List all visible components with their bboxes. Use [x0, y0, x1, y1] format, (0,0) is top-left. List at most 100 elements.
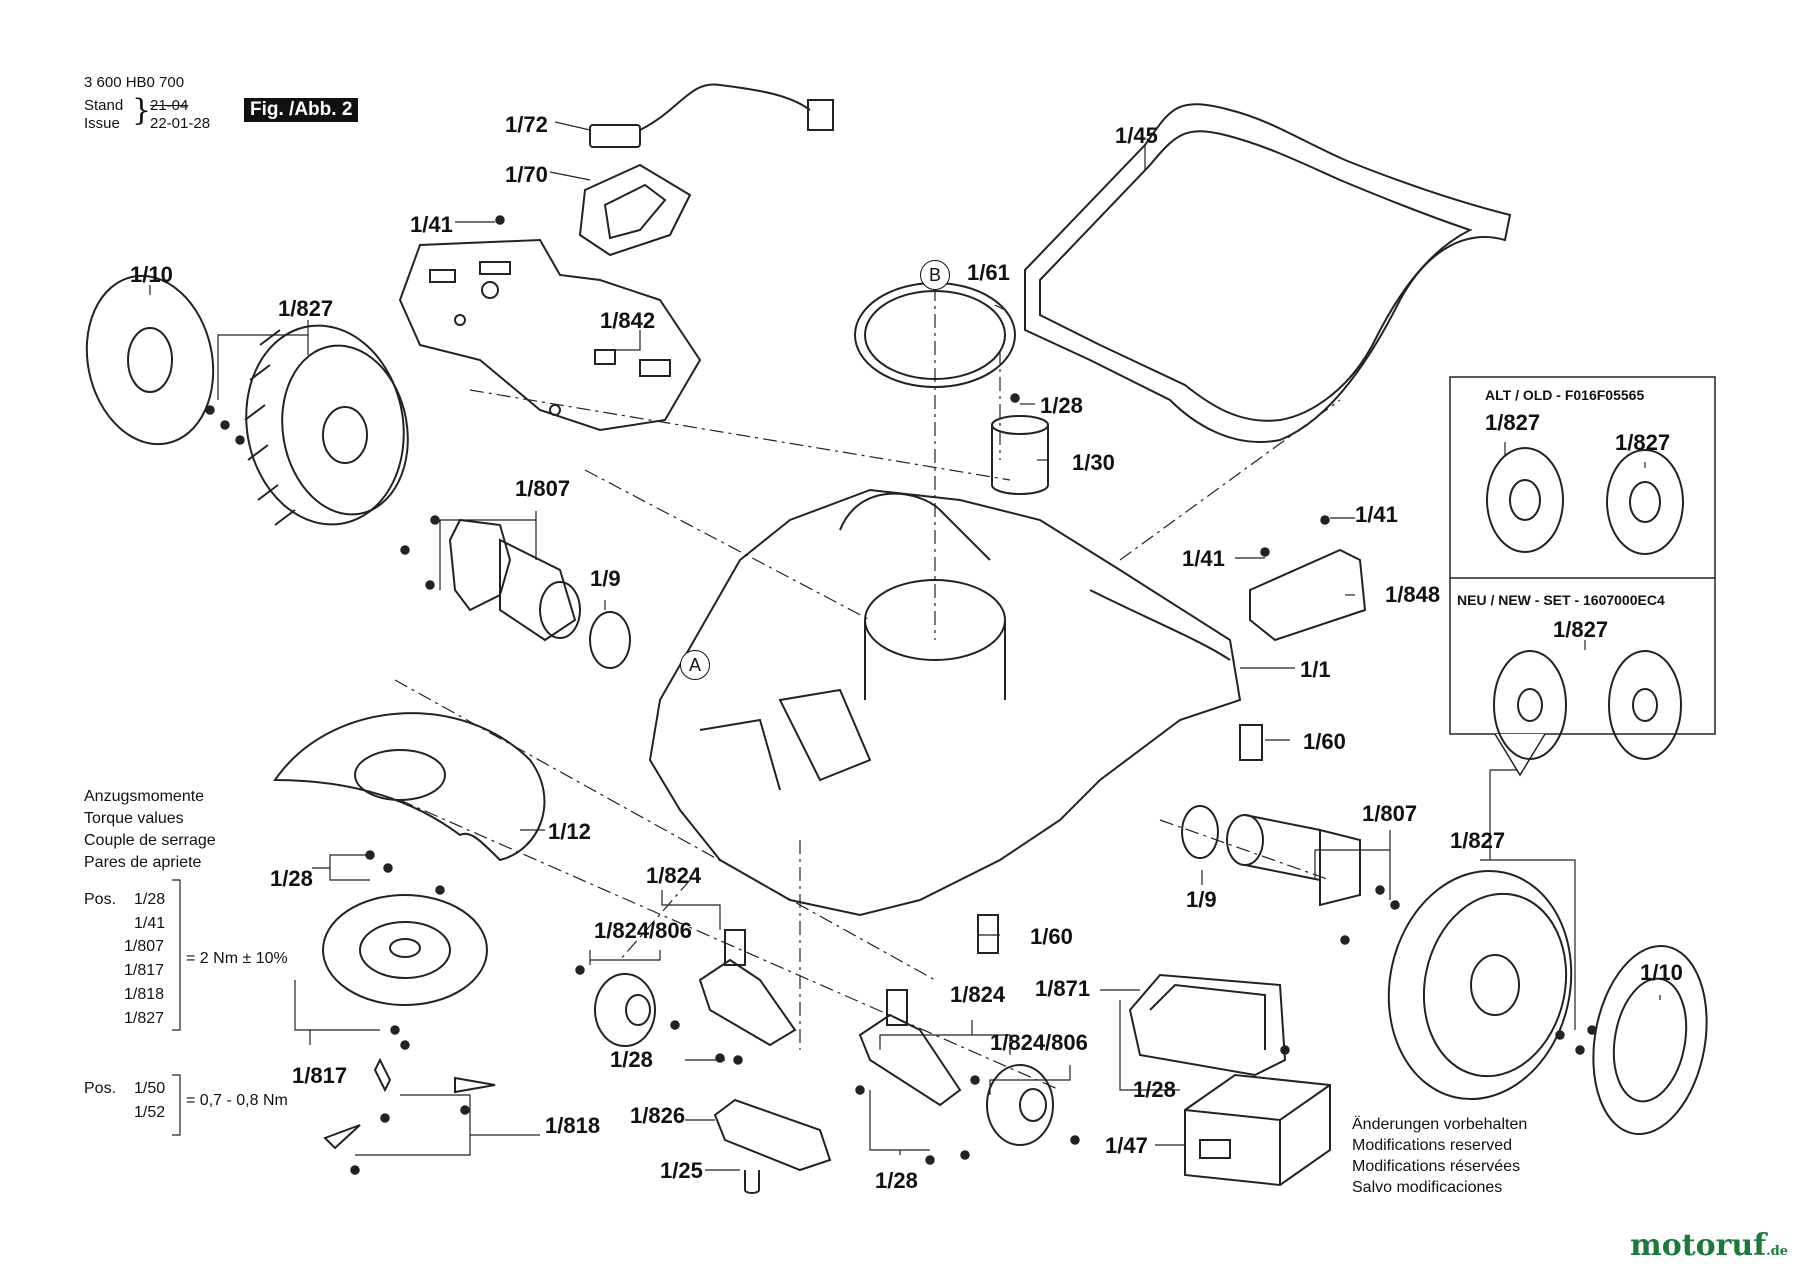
part-label-1-72: 1/72	[505, 112, 548, 137]
motor-left	[448, 518, 581, 642]
torque-pos: 1/818	[124, 986, 165, 1003]
blade	[373, 1057, 392, 1093]
part-label-1-842: 1/842	[600, 308, 656, 333]
variant-old-label: 1/827	[1615, 430, 1671, 455]
cable-harness	[589, 83, 834, 148]
leader-lines	[149, 121, 1661, 1171]
part-label-1-824-806: 1/824/806	[594, 918, 692, 943]
o-ring-right	[1181, 805, 1219, 859]
part-label-1-824-806: 1/824/806	[990, 1030, 1088, 1055]
part-label-1-28: 1/28	[270, 866, 313, 891]
caster-b	[858, 989, 1054, 1146]
wheel-right	[1387, 869, 1573, 1101]
stand-label: Stand	[84, 97, 124, 114]
torque-heading: Couple de serrage	[84, 832, 216, 849]
assembly-axes	[394, 260, 1341, 1091]
pcb	[398, 238, 702, 432]
pin	[744, 1170, 760, 1194]
issue-value: 22-01-28	[150, 115, 211, 132]
issue-label: Issue	[84, 115, 120, 132]
part-label-1-28: 1/28	[1040, 393, 1083, 418]
part-label-1-818: 1/818	[545, 1113, 601, 1138]
variant-old-label: 1/827	[1485, 410, 1541, 435]
blade	[454, 1076, 496, 1094]
part-label-1-826: 1/826	[630, 1103, 686, 1128]
watermark-brand: motoruf	[1629, 1228, 1767, 1263]
torque-value: = 0,7 - 0,8 Nm	[186, 1092, 288, 1109]
chassis	[648, 488, 1242, 917]
brace: }	[132, 93, 152, 128]
torque-pos-label: Pos.	[84, 1080, 117, 1097]
torque-pos: 1/41	[134, 915, 166, 932]
torque-heading: Pares de apriete	[84, 854, 202, 871]
torque-pos: 1/28	[134, 891, 166, 908]
note: Modifications reserved	[1352, 1137, 1513, 1154]
watermark-logo: motoruf.de	[1630, 1228, 1788, 1263]
part-label-1-41: 1/41	[410, 212, 453, 237]
torque-pos: 1/807	[124, 938, 165, 955]
part-label-1-9: 1/9	[1186, 887, 1217, 912]
part-label-1-10: 1/10	[1640, 960, 1683, 985]
torque-pos: 1/817	[124, 962, 165, 979]
torque-pos: 1/52	[134, 1104, 166, 1121]
sleeve	[991, 415, 1049, 495]
screws	[205, 215, 1597, 1175]
part-label-1-824: 1/824	[646, 863, 702, 888]
part-label-1-28: 1/28	[610, 1047, 653, 1072]
o-ring-left	[589, 611, 631, 669]
keypad	[578, 163, 692, 257]
wheel-left	[244, 324, 409, 526]
figure-label: Fig. /Abb. 2	[244, 98, 359, 122]
note: Salvo modificaciones	[1352, 1179, 1503, 1196]
part-label-1-824: 1/824	[950, 982, 1006, 1007]
torque-pos-label: Pos.	[84, 891, 117, 908]
torque-bracket	[172, 879, 181, 1136]
variant-old-title: ALT / OLD - F016F05565	[1485, 387, 1645, 403]
part-label-1-45: 1/45	[1115, 123, 1158, 148]
part-label-1-848: 1/848	[1385, 582, 1441, 607]
part-label-1-827: 1/827	[278, 296, 334, 321]
charging-cover	[1128, 973, 1287, 1077]
sensor-bracket	[1249, 548, 1367, 642]
torque-heading: Torque values	[84, 810, 184, 827]
variant-new-title: NEU / NEW - SET - 1607000EC4	[1457, 592, 1665, 608]
note: Änderungen vorbehalten	[1352, 1116, 1528, 1133]
note: Modifications réservées	[1352, 1158, 1521, 1175]
part-label-1-30: 1/30	[1072, 450, 1115, 475]
part-label-1-60: 1/60	[1030, 924, 1073, 949]
torque-pos: 1/50	[134, 1080, 166, 1097]
battery	[1184, 1073, 1331, 1187]
bumper	[713, 1098, 832, 1172]
torque-value: = 2 Nm ± 10%	[186, 950, 288, 967]
part-label-1-10: 1/10	[130, 262, 173, 287]
variant-box	[1449, 376, 1716, 777]
stand-value: 21-04	[150, 97, 189, 114]
part-label-1-12: 1/12	[548, 819, 591, 844]
part-label-1-28: 1/28	[875, 1168, 918, 1193]
part-label-1-827: 1/827	[1450, 828, 1506, 853]
part-label-1-28: 1/28	[1133, 1077, 1176, 1102]
switch-right	[1239, 724, 1263, 761]
part-label-1-41: 1/41	[1355, 502, 1398, 527]
part-label-1-60: 1/60	[1303, 729, 1346, 754]
callout-a: A	[680, 650, 710, 680]
hubcap-left	[85, 274, 215, 446]
blade-guard	[273, 712, 546, 862]
callout-b: B	[920, 260, 950, 290]
part-label-1-41: 1/41	[1182, 546, 1225, 571]
part-label-1-25: 1/25	[660, 1158, 703, 1183]
doc-number: 3 600 HB0 700	[84, 74, 185, 91]
blade	[323, 1124, 361, 1150]
torque-pos: 1/827	[124, 1010, 165, 1027]
trim-frame	[1024, 103, 1512, 443]
part-label-1-1: 1/1	[1300, 657, 1331, 682]
variant-new-label: 1/827	[1553, 617, 1609, 642]
cutting-disc	[322, 894, 488, 1006]
part-label-1-807: 1/807	[1362, 801, 1418, 826]
part-label-1-61: 1/61	[967, 260, 1010, 285]
part-label-1-70: 1/70	[505, 162, 548, 187]
part-label-1-807: 1/807	[515, 476, 571, 501]
part-label-1-9: 1/9	[590, 566, 621, 591]
part-label-1-871: 1/871	[1035, 976, 1091, 1001]
